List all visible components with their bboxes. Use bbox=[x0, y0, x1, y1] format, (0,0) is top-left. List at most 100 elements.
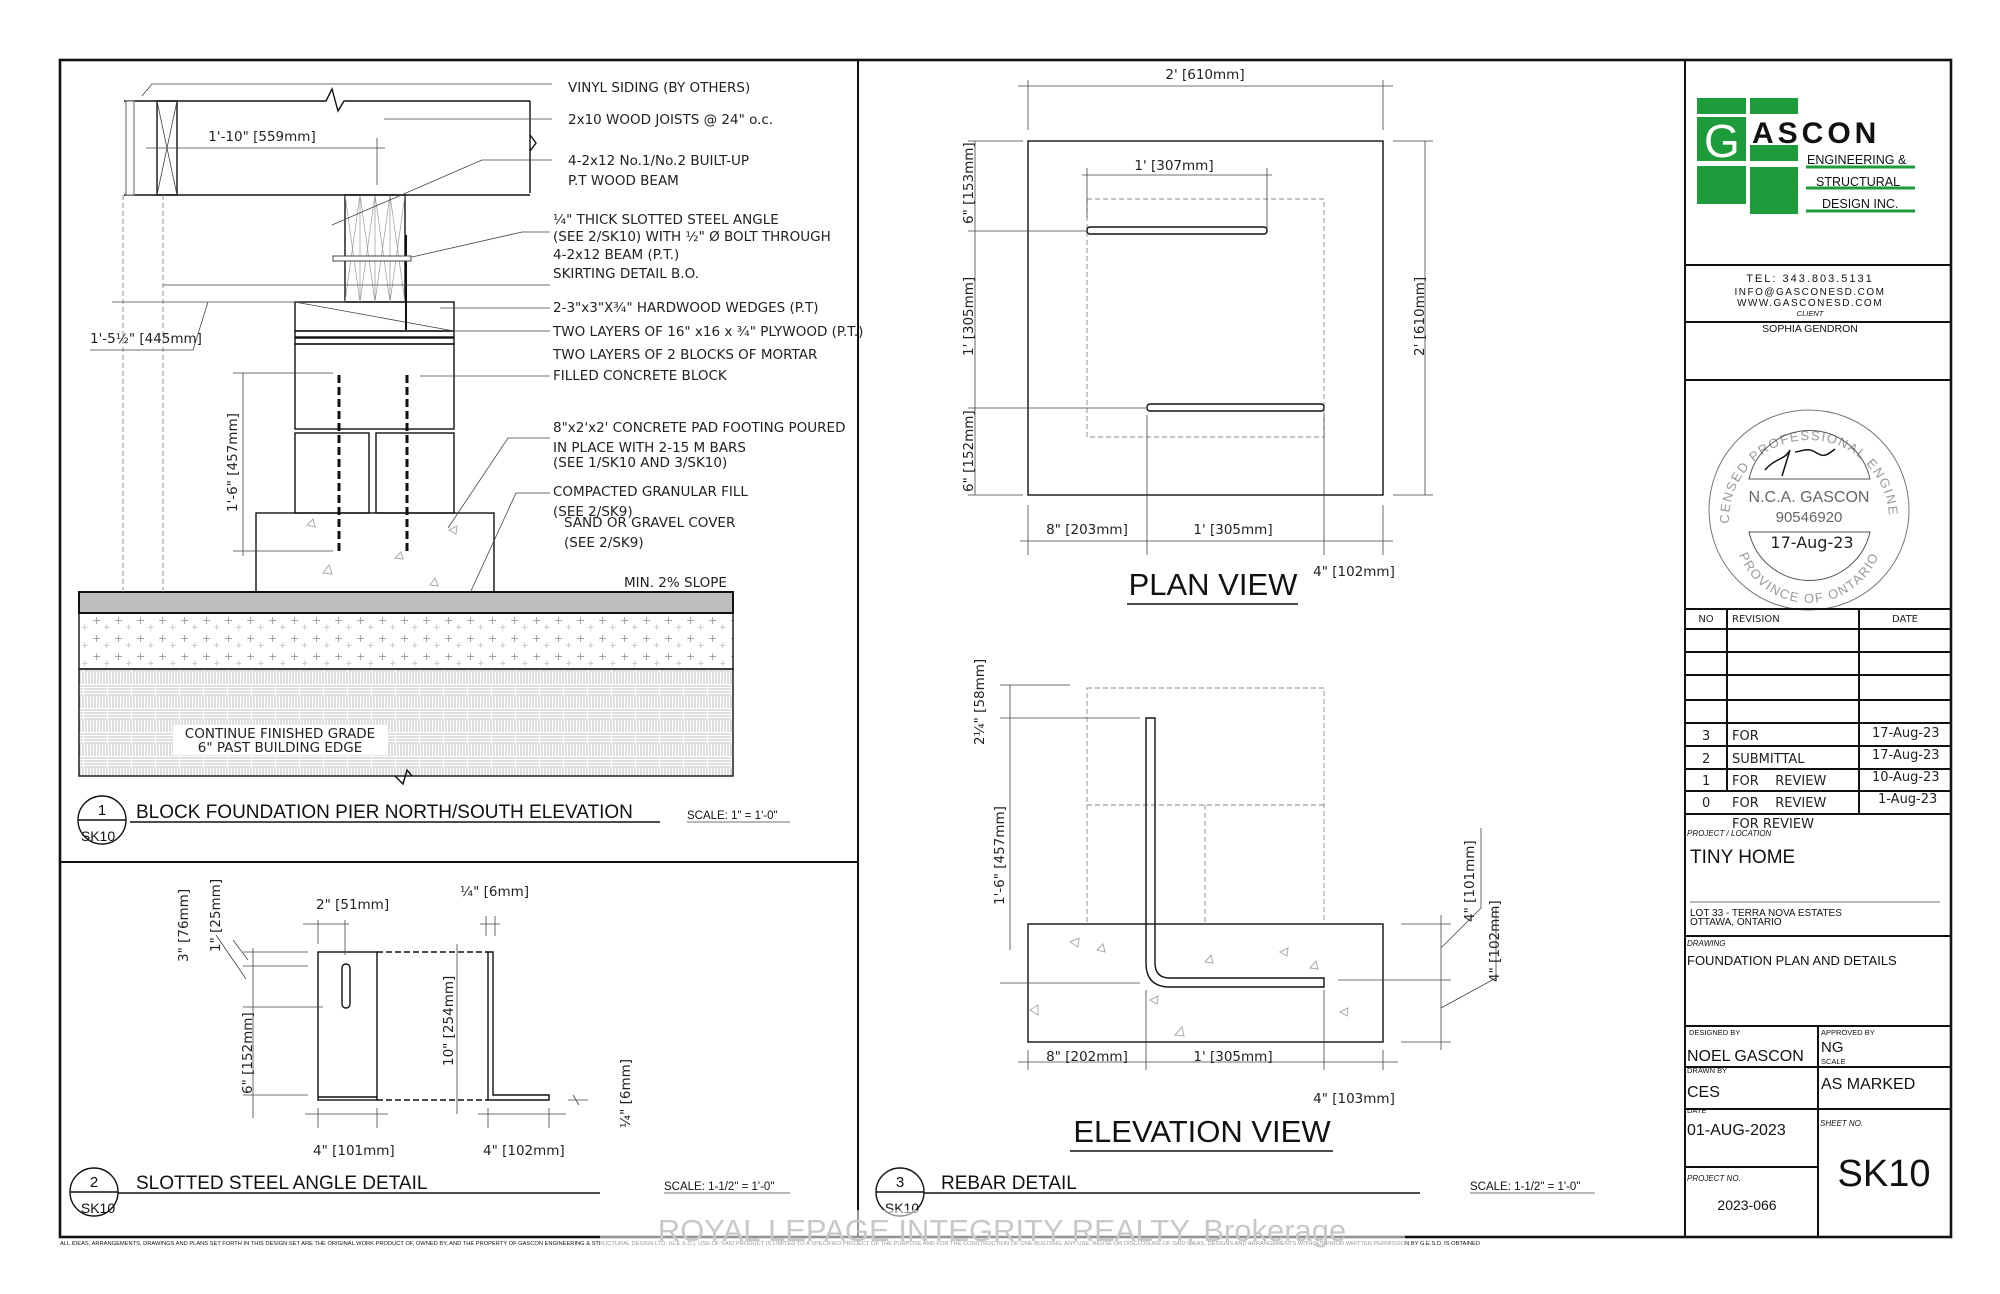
dim-leg-thickness: ¼" [6mm] bbox=[618, 1059, 634, 1128]
note-joists: 2x10 WOOD JOISTS @ 24" o.c. bbox=[568, 112, 773, 128]
dim-top-cover: 2¼" [58mm] bbox=[972, 659, 988, 745]
note-footing-2: IN PLACE WITH 2-15 M BARS bbox=[553, 440, 746, 456]
note-skirting: SKIRTING DETAIL B.O. bbox=[553, 266, 699, 282]
detail-number: 3 bbox=[896, 1174, 904, 1191]
note-angle-1: ¼" THICK SLOTTED STEEL ANGLE bbox=[553, 212, 779, 228]
scale-value: AS MARKED bbox=[1821, 1076, 1915, 1093]
break-line bbox=[394, 768, 413, 786]
company-website[interactable]: WWW.GASCONESD.COM bbox=[1737, 298, 1883, 309]
detail-number: 1 bbox=[98, 802, 106, 819]
dim-leg: 4" [102mm] bbox=[483, 1143, 565, 1159]
detail-scale: SCALE: 1-1/2" = 1'-0" bbox=[1470, 1181, 1580, 1193]
rebar-bottom bbox=[1146, 403, 1325, 412]
drawn-by: CES bbox=[1687, 1084, 1720, 1101]
bolt-slot bbox=[341, 963, 351, 1009]
detail-title: BLOCK FOUNDATION PIER NORTH/SOUTH ELEVAT… bbox=[136, 802, 633, 823]
dim-upper-cover: 4" [101mm] bbox=[1462, 840, 1478, 922]
detail-sheet-ref: SK10 bbox=[81, 828, 115, 844]
revision-text: FOR bbox=[1732, 729, 1759, 744]
designed-by-label: DESIGNED BY bbox=[1689, 1028, 1740, 1037]
dim-block-height: 1'-6" [457mm] bbox=[225, 413, 241, 512]
detail-1-pier-elevation: CONTINUE FINISHED GRADE 6" PAST BUILDING… bbox=[77, 80, 863, 845]
note-angle-3: 4-2x12 BEAM (P.T.) bbox=[553, 247, 679, 263]
dim-bar-height: 1'-6" [457mm] bbox=[992, 806, 1008, 905]
signature bbox=[1764, 448, 1836, 477]
note-gravel-2: (SEE 2/SK9) bbox=[564, 535, 644, 551]
revision-no: 0 bbox=[1702, 796, 1710, 811]
revision-header-no: NO bbox=[1698, 614, 1713, 625]
concrete-block-lower-left bbox=[294, 432, 370, 514]
svg-text:LICENSED PROFESSIONAL ENGINEER: LICENSED PROFESSIONAL ENGINEER bbox=[0, 0, 1901, 524]
project-name: TINY HOME bbox=[1690, 847, 1795, 868]
company-logo: G ASCON ENGINEERING & STRUCTURAL DESIGN … bbox=[1697, 98, 1915, 214]
revision-date: 17-Aug-23 bbox=[1872, 748, 1940, 763]
detail-2-steel-angle: 2" [51mm] 3" [76mm] 1" [25mm] 6" [152mm]… bbox=[69, 879, 790, 1217]
view-title: ELEVATION VIEW bbox=[1073, 1114, 1331, 1149]
dim-bar-length: 1' [307mm] bbox=[1134, 158, 1213, 174]
client-name: SOPHIA GENDRON bbox=[1762, 323, 1858, 335]
seal-bottom-text: PROVINCE OF ONTARIO bbox=[1736, 550, 1880, 606]
revision-date: 10-Aug-23 bbox=[1872, 770, 1940, 785]
svg-text:PROVINCE OF ONTARIO: PROVINCE OF ONTARIO bbox=[1736, 550, 1882, 606]
dim-slot-base: 6" [152mm] bbox=[240, 1012, 256, 1094]
revision-row: 3 FOR 17-Aug-23 bbox=[1702, 726, 1940, 744]
note-grade-1: CONTINUE FINISHED GRADE bbox=[185, 726, 375, 742]
revision-text: FOR REVIEW bbox=[1732, 796, 1826, 811]
dim-thickness: ¼" [6mm] bbox=[460, 884, 529, 900]
note-beam-2: P.T WOOD BEAM bbox=[568, 173, 679, 189]
dim-slot-bottom: 3" [76mm] bbox=[176, 889, 192, 962]
drawing-label: DRAWING bbox=[1687, 939, 1726, 948]
revision-text: FOR REVIEW bbox=[1732, 774, 1826, 789]
company-email[interactable]: INFO@GASCONESD.COM bbox=[1734, 287, 1885, 298]
plan-view: 2' [610mm] 1' [307mm] 2' [610mm] 6" [153… bbox=[961, 67, 1433, 605]
revision-row: 2 SUBMITTAL 17-Aug-23 bbox=[1702, 748, 1940, 767]
detail-sheet-ref: SK10 bbox=[81, 1200, 115, 1216]
revision-text: SUBMITTAL bbox=[1732, 752, 1805, 767]
watermark: ROYAL LEPAGE INTEGRITY REALTY, Brokerage bbox=[658, 1213, 1347, 1248]
note-plywood: TWO LAYERS OF 16" x16 x ¾" PLYWOOD (P.T.… bbox=[552, 324, 863, 340]
grade-note-bg bbox=[173, 725, 388, 755]
dim-face-width: 4" [101mm] bbox=[313, 1143, 395, 1159]
scale-label: SCALE bbox=[1821, 1057, 1846, 1066]
note-vinyl-siding: VINYL SIDING (BY OTHERS) bbox=[568, 80, 750, 96]
sheet-no-label: SHEET NO. bbox=[1820, 1119, 1863, 1128]
note-gravel-1: SAND OR GRAVEL COVER bbox=[564, 515, 735, 531]
dim-height: 10" [254mm] bbox=[441, 976, 457, 1066]
revision-header-date: DATE bbox=[1892, 614, 1918, 625]
view-title: PLAN VIEW bbox=[1129, 567, 1299, 602]
dim-slot-top: 1" [25mm] bbox=[208, 879, 224, 952]
pier-outline bbox=[1086, 198, 1325, 438]
dim-footing-width: 2' [610mm] bbox=[1165, 67, 1244, 83]
logo-name: ASCON bbox=[1752, 117, 1880, 150]
concrete-footing bbox=[255, 512, 495, 593]
dim-slot-offset: 2" [51mm] bbox=[316, 897, 389, 913]
logo-letter: G bbox=[1704, 115, 1740, 167]
watermark-bg bbox=[600, 1210, 1405, 1250]
drawing-title: FOUNDATION PLAN AND DETAILS bbox=[1687, 953, 1897, 968]
detail-number: 2 bbox=[90, 1174, 98, 1191]
detail-1-title: 1 SK10 BLOCK FOUNDATION PIER NORTH/SOUTH… bbox=[77, 795, 790, 845]
elevation-view: 2¼" [58mm] 1'-6" [457mm] 4" [101mm] 4" [… bbox=[972, 659, 1503, 1152]
sheet-number: SK10 bbox=[1838, 1153, 1931, 1195]
project-label: PROJECT / LOCATION bbox=[1687, 829, 1772, 838]
dim-right-edge: 4" [102mm] bbox=[1313, 564, 1395, 580]
logo-line-1: ENGINEERING & bbox=[1807, 153, 1907, 167]
granular-fill bbox=[78, 612, 734, 670]
seal-top-text: LICENSED PROFESSIONAL ENGINEER bbox=[0, 0, 1900, 524]
dim-edge-top: 6" [153mm] bbox=[961, 142, 977, 224]
note-block-2: FILLED CONCRETE BLOCK bbox=[553, 368, 728, 384]
revision-row: 0 FOR REVIEW 1-Aug-23 bbox=[1702, 792, 1937, 811]
concrete-block-upper bbox=[294, 343, 455, 430]
drawing-date: 01-AUG-2023 bbox=[1687, 1122, 1786, 1139]
detail-title: REBAR DETAIL bbox=[941, 1173, 1077, 1194]
dim-edge-bottom: 6" [152mm] bbox=[961, 410, 977, 492]
note-beam-1: 4-2x12 No.1/No.2 BUILT-UP bbox=[568, 153, 749, 169]
location-line-2: OTTAWA, ONTARIO bbox=[1690, 917, 1782, 928]
date-label: DATE bbox=[1687, 1106, 1706, 1115]
dim-footing-depth: 2' [610mm] bbox=[1412, 277, 1428, 356]
note-block-1: TWO LAYERS OF 2 BLOCKS OF MORTAR bbox=[552, 347, 817, 363]
dim-left-edge: 8" [203mm] bbox=[1046, 522, 1128, 538]
revision-table: NO REVISION DATE 3 FOR 17-Aug-23 2 SUBMI… bbox=[1685, 608, 1951, 832]
location-line-1: LOT 33 - TERRA NOVA ESTATES bbox=[1690, 908, 1842, 919]
note-leaders bbox=[141, 83, 552, 594]
